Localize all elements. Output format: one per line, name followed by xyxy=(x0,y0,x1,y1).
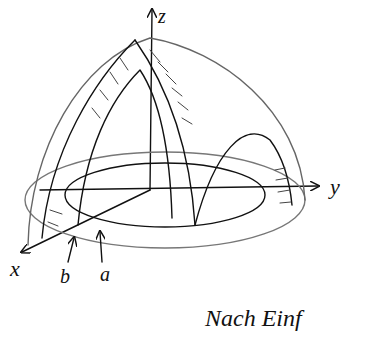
inner-base xyxy=(65,163,265,227)
x-axis xyxy=(22,190,150,252)
right-arch xyxy=(195,134,292,225)
axis-label: y xyxy=(330,176,340,198)
dimension-label: a xyxy=(100,264,110,284)
axis-label: x xyxy=(10,258,20,280)
axis-label: z xyxy=(158,6,166,26)
outer-base xyxy=(25,152,305,248)
front-arch-right xyxy=(135,40,195,225)
y-axis xyxy=(40,186,318,190)
leader-a xyxy=(100,232,102,262)
dimension-label: b xyxy=(60,266,70,286)
front-arch xyxy=(42,40,135,238)
inner-arch xyxy=(78,70,172,225)
outer-dome xyxy=(28,38,305,245)
leader-b xyxy=(68,238,74,262)
handwritten-note: Nach Einf xyxy=(205,306,302,330)
